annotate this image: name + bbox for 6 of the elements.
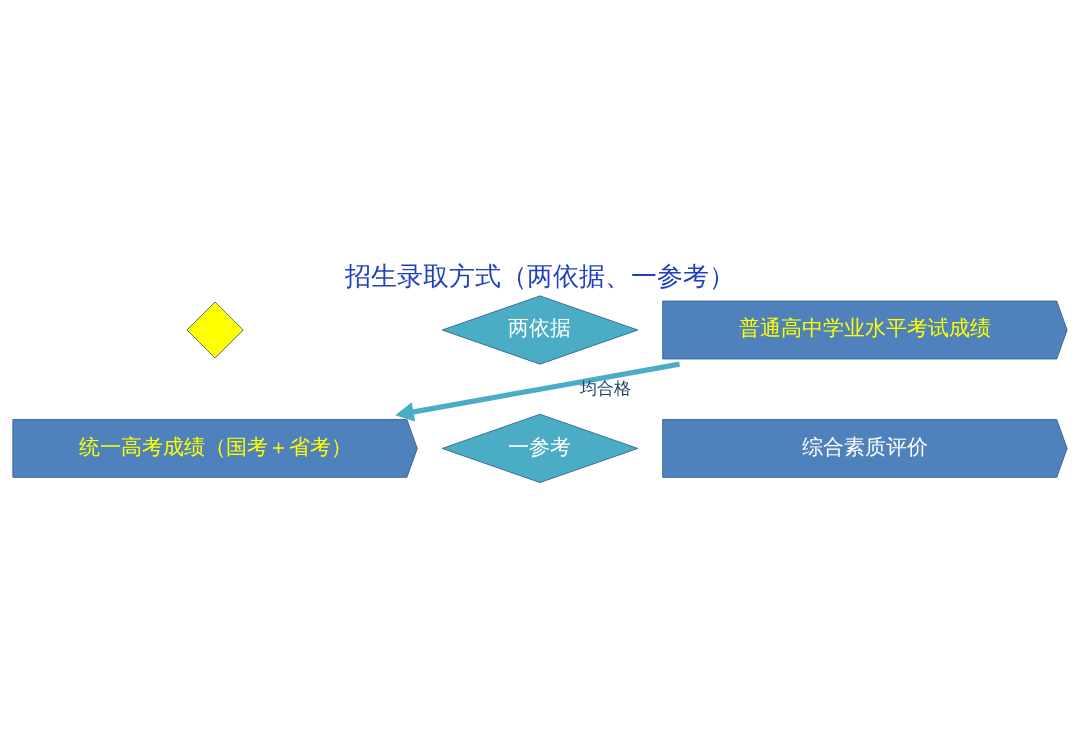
diagram-title: 招生录取方式（两依据、一参考） — [345, 260, 735, 291]
node-diamond — [186, 301, 244, 359]
edge-label: 均合格 — [579, 377, 631, 398]
node-diamond: 两依据 — [441, 294, 639, 365]
node-diamond: 一参考 — [441, 413, 639, 483]
arrow — [395, 361, 681, 421]
